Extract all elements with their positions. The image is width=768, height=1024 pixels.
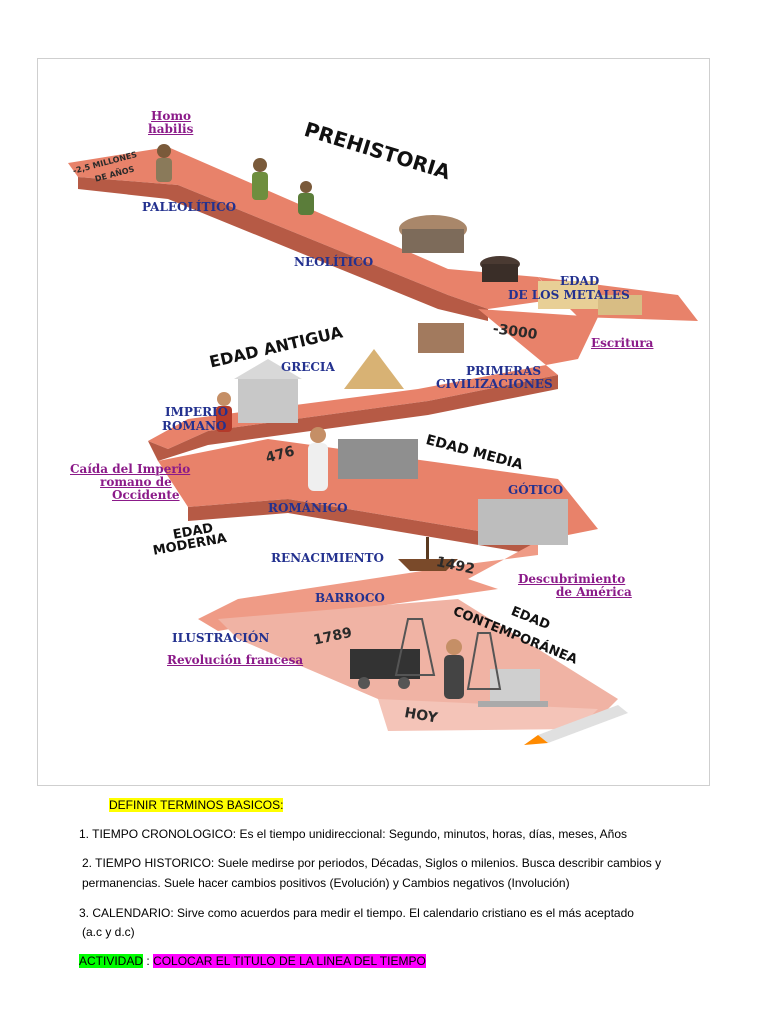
event-revolucion: Revolución francesa [167, 653, 304, 667]
event-descubrimiento-line1: Descubrimiento [518, 572, 626, 586]
activity-line: ACTIVIDAD : COLOCAR EL TITULO DE LA LINE… [79, 951, 426, 971]
heading-highlight: DEFINIR TERMINOS BASICOS: [109, 798, 284, 812]
metals-illustration [538, 281, 642, 315]
definition-item-3-line2: (a.c y d.c) [82, 925, 135, 939]
event-escritura: Escritura [591, 336, 654, 350]
castle-illustration [338, 439, 568, 545]
road-segment-moderna [198, 541, 538, 631]
period-gotico: GÓTICO [508, 483, 564, 497]
activity-text: COLOCAR EL TITULO DE LA LINEA DEL TIEMPO [153, 954, 426, 968]
period-imperio-line1: IMPERIO [165, 405, 229, 419]
activity-separator: : [143, 954, 154, 968]
period-metales-line1: EDAD [560, 274, 600, 288]
event-caida-line2: romano de [100, 475, 172, 489]
definition-item-3-line1: 3. CALENDARIO: Sirve como acuerdos para … [79, 906, 634, 920]
road-segment-media-side [188, 499, 538, 555]
definitions-heading: DEFINIR TERMINOS BASICOS: [109, 795, 284, 815]
oil-tower-illustration [394, 618, 502, 690]
period-primeras-line1: PRIMERAS [466, 364, 541, 378]
timeline-illustration [68, 144, 698, 745]
road-segment-antigua-side [148, 375, 558, 461]
pyramid-illustration [344, 323, 464, 389]
timeline-figure: PREHISTORIA EDAD ANTIGUA EDAD MEDIA EDAD… [37, 58, 710, 786]
caveman-figures-illustration [156, 144, 314, 215]
period-barroco: BARROCO [315, 591, 385, 605]
event-homo-line2: habilis [148, 122, 194, 136]
period-primeras-line2: CIVILIZACIONES [436, 377, 553, 391]
definition-item-2-line1: 2. TIEMPO HISTORICO: Suele medirse por p… [82, 856, 662, 870]
period-romanico: ROMÁNICO [268, 501, 348, 515]
event-caida-line3: Occidente [112, 488, 180, 502]
greek-temple-illustration [234, 359, 302, 423]
road-segment-prehistoria-side [78, 177, 488, 321]
event-caida-line1: Caída del Imperio [70, 462, 191, 476]
period-imperio-line2: ROMANO [162, 419, 227, 433]
period-grecia: GRECIA [281, 360, 335, 374]
man-in-suit-illustration [444, 639, 464, 699]
ship-illustration [398, 537, 458, 571]
period-paleolitico: PALEOLÍTICO [142, 200, 237, 214]
pot-illustration [480, 256, 520, 282]
activity-label: ACTIVIDAD [79, 954, 144, 968]
period-neolitico: NEOLÍTICO [294, 255, 374, 269]
roman-soldier-illustration [216, 392, 232, 432]
period-ilustracion: ILUSTRACIÓN [172, 631, 270, 645]
period-metales-line2: DE LOS METALES [508, 288, 630, 302]
event-homo-line1: Homo [151, 109, 192, 123]
rocket-illustration [524, 705, 628, 745]
definition-item-1: 1. TIEMPO CRONOLOGICO: Es el tiempo unid… [79, 827, 628, 841]
definition-item-2-line2: permanencias. Suele hacer cambios positi… [82, 876, 570, 890]
road-segment-prehistoria [68, 147, 558, 309]
event-descubrimiento-line2: de América [556, 585, 632, 599]
period-renacimiento: RENACIMIENTO [271, 551, 384, 565]
hut-illustration [399, 215, 467, 253]
monk-illustration [308, 427, 328, 491]
